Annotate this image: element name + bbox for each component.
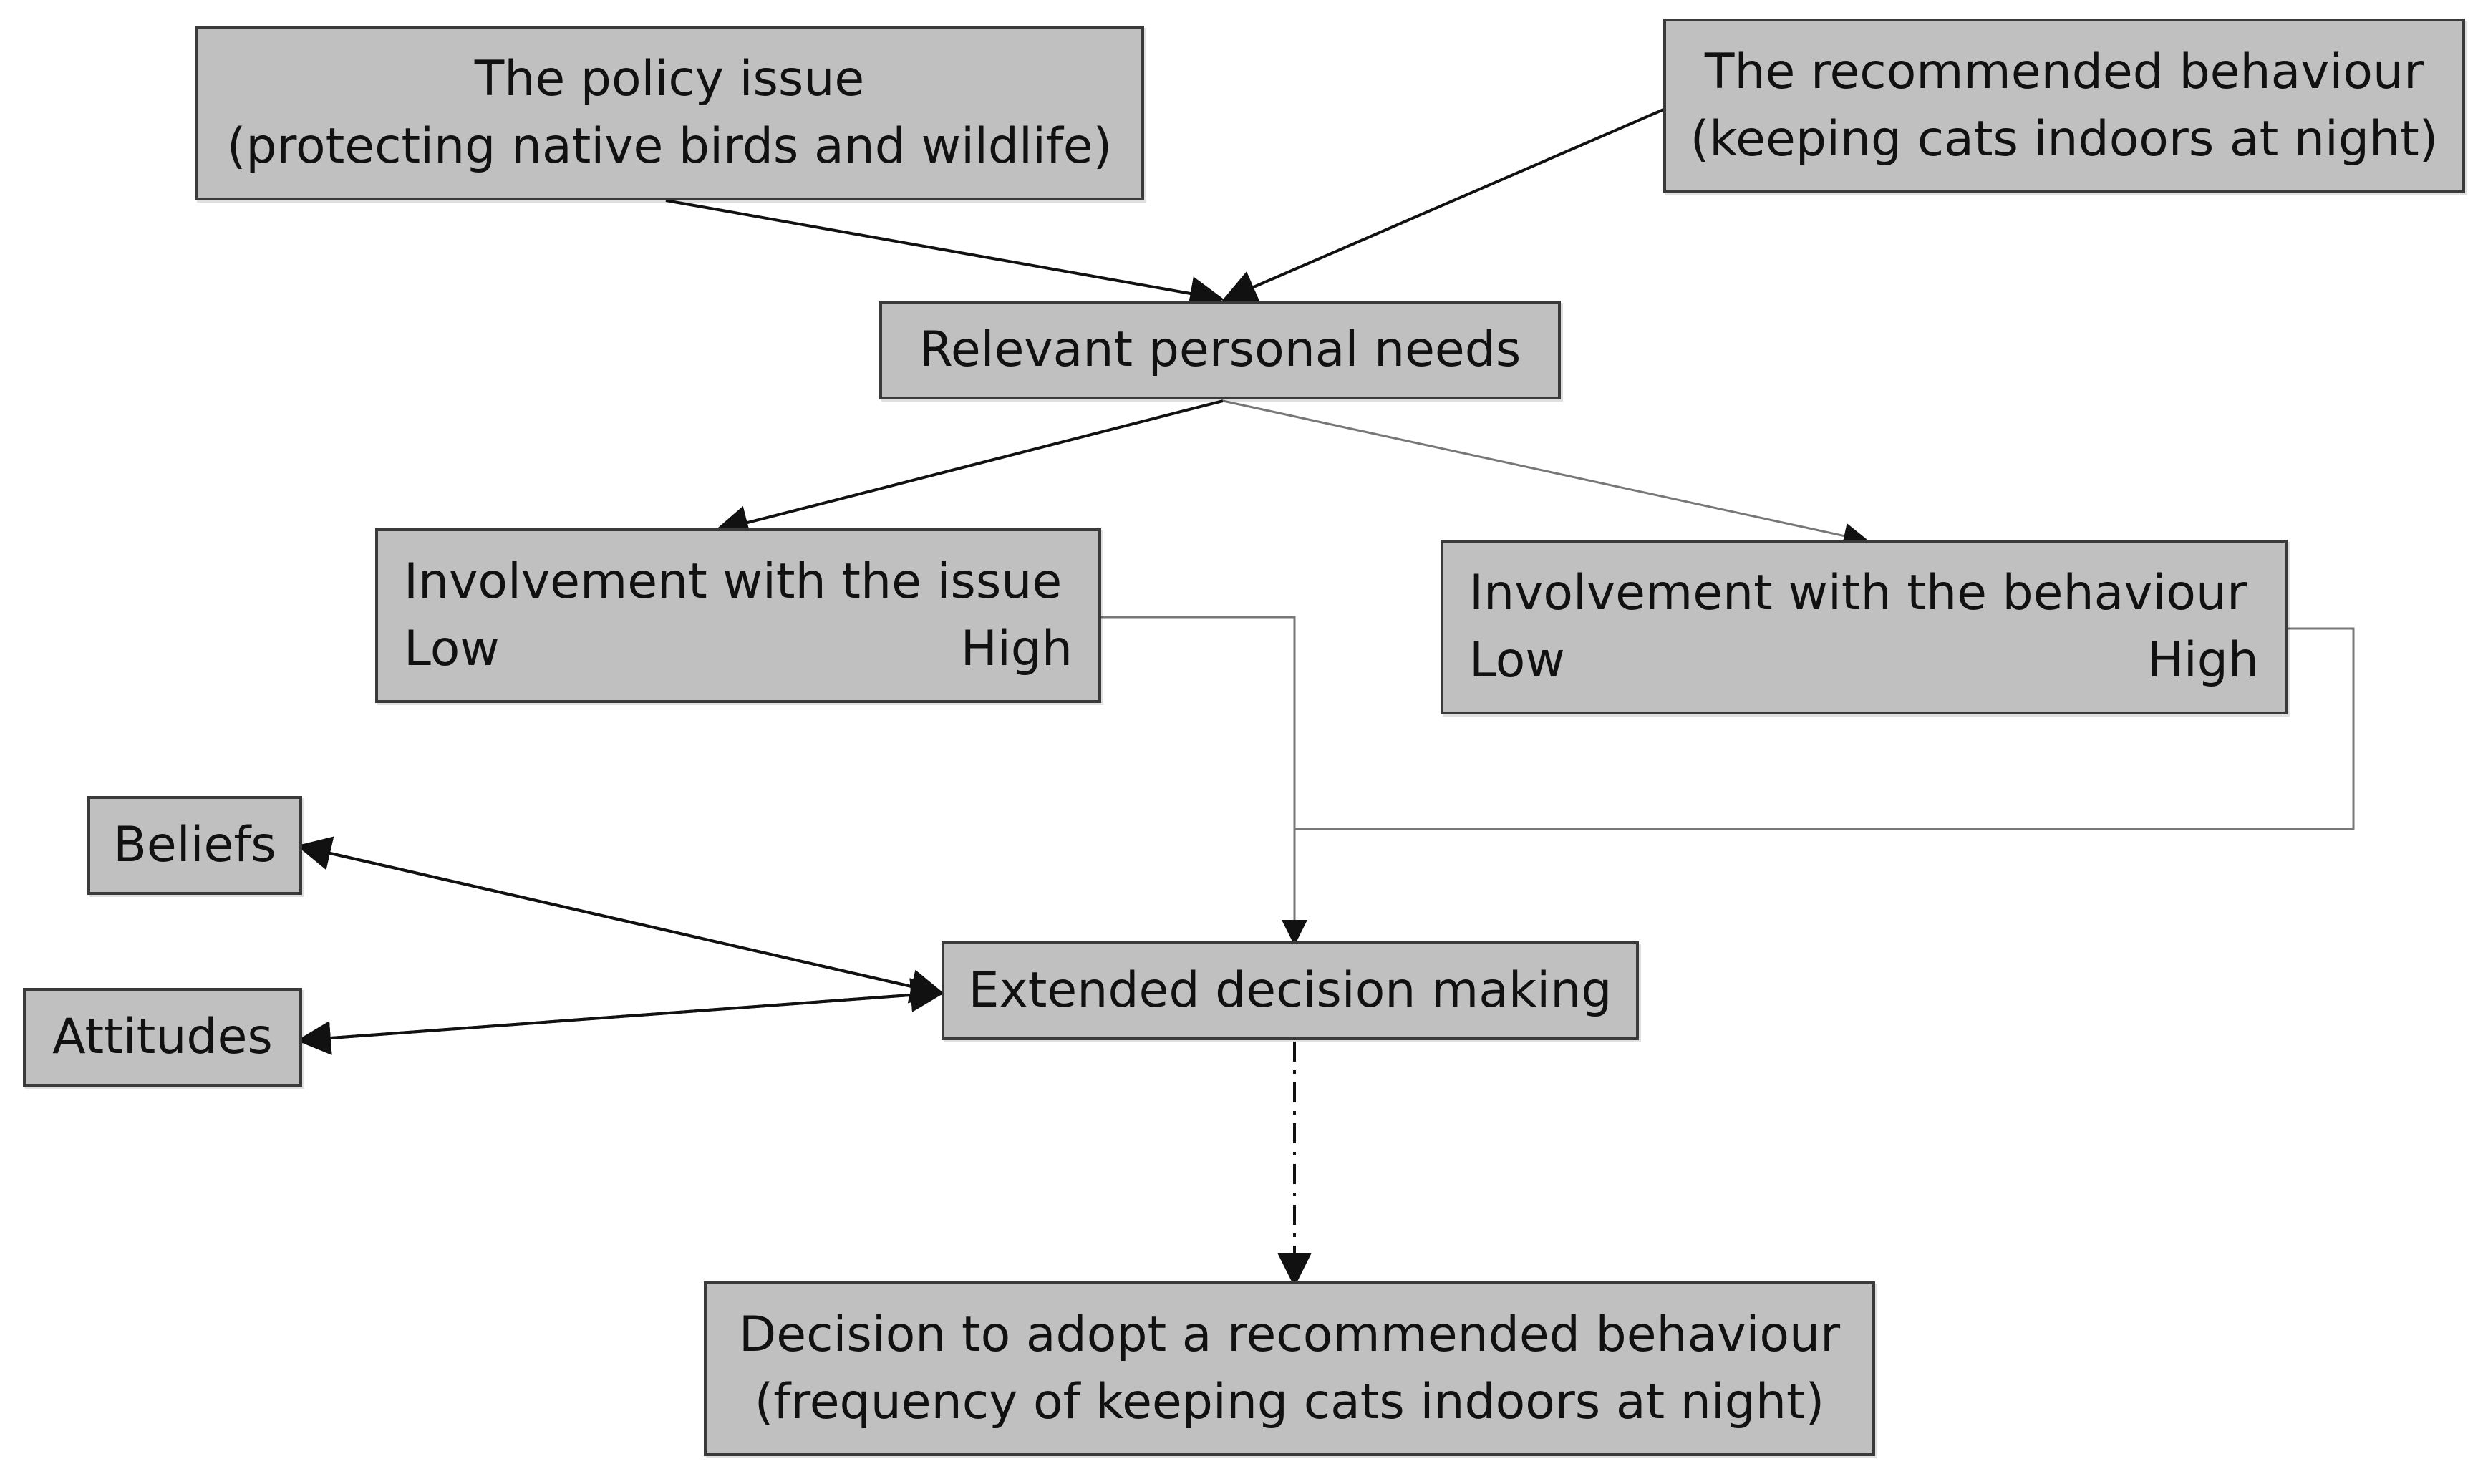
arrow-needs-to-issue-involvement — [714, 399, 1224, 540]
adoption-decision-box: Decision to adopt a recommended behaviou… — [704, 1281, 1875, 1456]
issue-involvement-scale: Low High — [404, 616, 1073, 683]
arrow-needs-to-behaviour-involvement — [1222, 399, 1869, 549]
extended-decision-box: Extended decision making — [942, 941, 1639, 1040]
behaviour-involvement-scale: Low High — [1469, 627, 2259, 694]
connector-behaviour-involvement-to-merge — [1294, 627, 2355, 830]
arrow-attitudes-to-decision — [301, 978, 945, 1042]
attitudes-box: Attitudes — [23, 988, 302, 1087]
behaviour-involvement-low-label: Low — [1469, 632, 1565, 689]
behaviour-involvement-high-label: High — [2147, 632, 2259, 689]
arrow-behaviour-to-needs — [1221, 105, 1673, 304]
issue-involvement-low-label: Low — [404, 621, 500, 677]
extended-decision-label: Extended decision making — [968, 962, 1612, 1019]
attitudes-label: Attitudes — [52, 1009, 273, 1066]
policy-issue-box: The policy issue (protecting native bird… — [195, 26, 1144, 200]
behaviour-involvement-title: Involvement with the behaviour — [1469, 565, 2247, 622]
personal-needs-label: Relevant personal needs — [919, 321, 1521, 379]
behaviour-involvement-box: Involvement with the behaviour Low High — [1441, 540, 2288, 714]
beliefs-label: Beliefs — [113, 817, 276, 874]
arrow-policy-to-needs — [665, 199, 1224, 311]
policy-issue-title: The policy issue — [474, 51, 865, 108]
policy-issue-detail: (protecting native birds and wildlife) — [226, 118, 1113, 175]
issue-involvement-box: Involvement with the issue Low High — [375, 528, 1101, 703]
recommended-behaviour-box: The recommended behaviour (keeping cats … — [1663, 19, 2465, 193]
beliefs-box: Beliefs — [87, 796, 302, 895]
personal-needs-box: Relevant personal needs — [879, 301, 1561, 399]
adoption-decision-title: Decision to adopt a recommended behaviou… — [738, 1306, 1841, 1364]
issue-involvement-title: Involvement with the issue — [404, 553, 1063, 611]
arrow-beliefs-to-decision — [301, 845, 945, 1004]
adoption-decision-detail: (frequency of keeping cats indoors at ni… — [754, 1374, 1825, 1430]
issue-involvement-high-label: High — [960, 621, 1073, 677]
connector-issue-involvement-to-decision — [1101, 616, 1307, 946]
recommended-behaviour-title: The recommended behaviour — [1704, 44, 2424, 101]
recommended-behaviour-detail: (keeping cats indoors at night) — [1690, 111, 2439, 168]
